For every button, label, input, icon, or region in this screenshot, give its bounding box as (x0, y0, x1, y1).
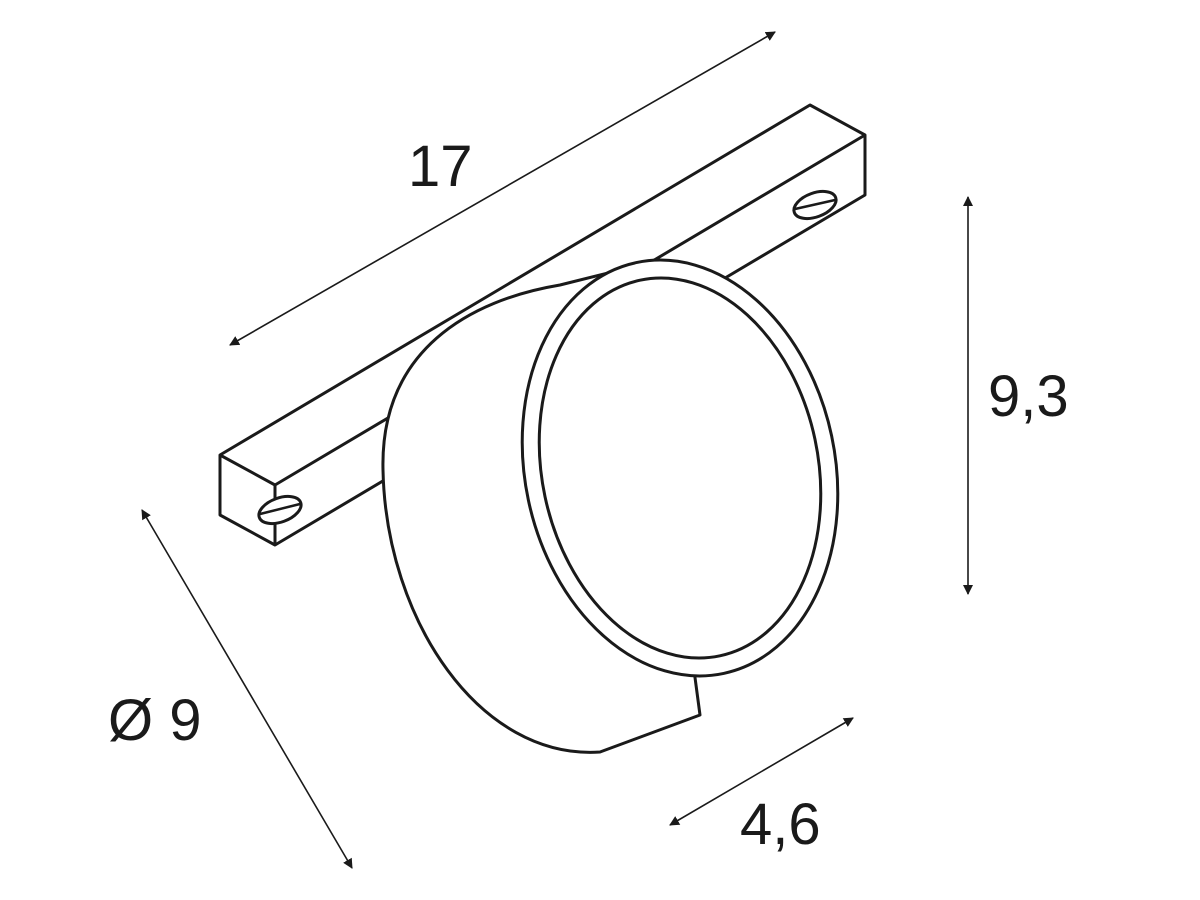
diameter-label: Ø 9 (108, 688, 202, 753)
dimension-line-diameter (141, 509, 353, 869)
depth-label: 4,6 (740, 792, 821, 857)
height-label: 9,3 (988, 364, 1069, 429)
length-label: 17 (408, 134, 473, 199)
dimension-line-length (229, 31, 776, 346)
spotlight-head (381, 258, 840, 754)
screw-icon (792, 189, 838, 221)
dimension-line-depth (669, 717, 854, 826)
